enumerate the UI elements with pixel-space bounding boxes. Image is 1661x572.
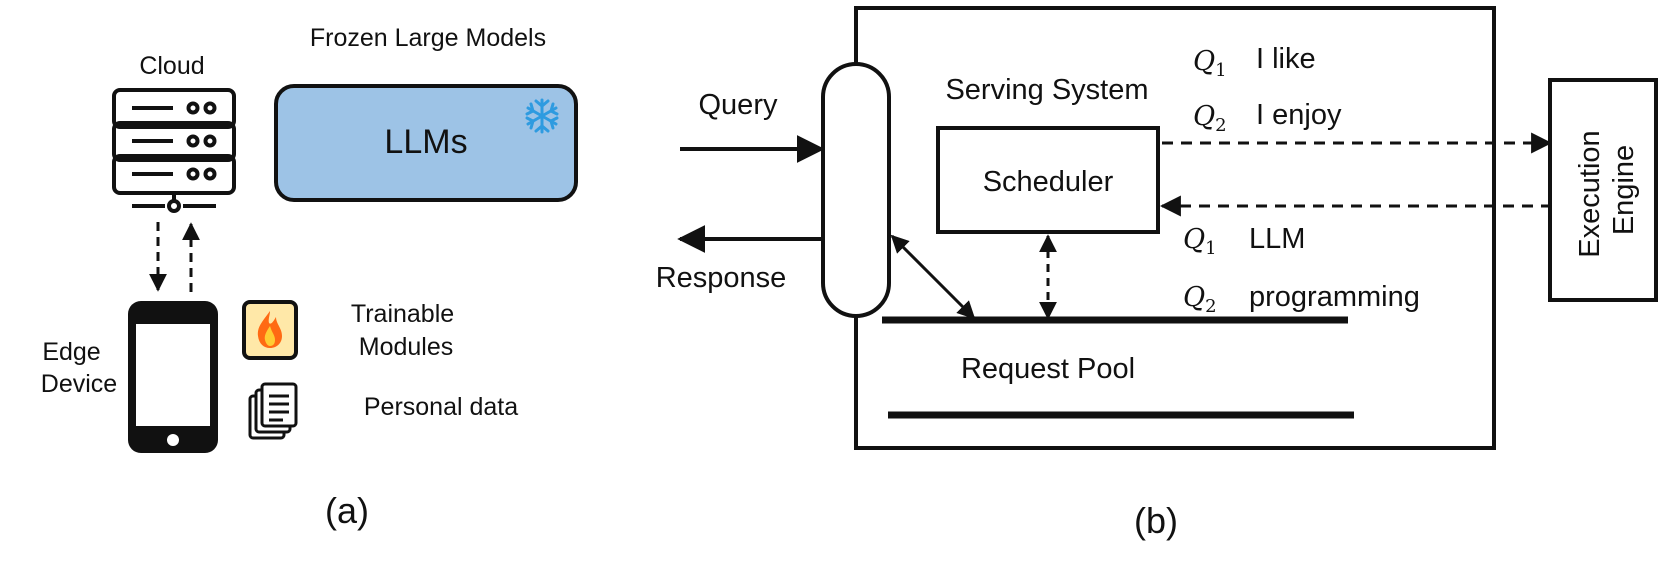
scheduler-label: Scheduler (983, 166, 1114, 198)
query-label: Query (699, 89, 778, 121)
outgoing-query-q2: Q2 I enjoy (1193, 99, 1342, 136)
outgoing-query-q1-text: I like (1256, 43, 1316, 75)
panel-a: Cloud Frozen Large Models LLMs (41, 24, 578, 531)
edge-device-label: Edge Device (41, 338, 117, 398)
documents-icon (248, 382, 298, 440)
caption-b: (b) (1134, 500, 1178, 541)
scheduler-box (936, 126, 1160, 234)
personal-data-label: Personal data (364, 393, 518, 421)
execution-engine-label: Execution Engine (1574, 122, 1640, 257)
request-pool-label: Request Pool (961, 353, 1135, 385)
svg-text:Q1: Q1 (1183, 224, 1217, 259)
svg-text:Q2: Q2 (1193, 101, 1227, 136)
panel-b: Query Response Serving System Scheduler … (656, 6, 1658, 541)
frozen-large-models-label: Frozen Large Models (310, 24, 546, 52)
incoming-token-q1-text: LLM (1249, 223, 1305, 255)
llm-box-label: LLMs (384, 123, 467, 161)
caption-a: (a) (325, 490, 369, 531)
cloud-label: Cloud (139, 52, 204, 80)
incoming-token-q2-text: programming (1249, 281, 1420, 313)
svg-text:Q1: Q1 (1193, 46, 1227, 81)
outgoing-query-q2-text: I enjoy (1256, 99, 1342, 131)
incoming-token-q1: Q1 LLM (1183, 223, 1305, 259)
outgoing-query-q1: Q1 I like (1193, 43, 1316, 81)
serving-system-label: Serving System (945, 74, 1148, 106)
svg-text:Q2: Q2 (1183, 282, 1217, 317)
fire-icon (242, 300, 298, 360)
interface-pool-arrow (890, 234, 976, 320)
phone-icon (128, 301, 218, 453)
incoming-token-q2: Q2 programming (1183, 281, 1420, 317)
server-icon (112, 88, 236, 213)
execution-engine-box (1548, 78, 1658, 302)
llm-box (274, 84, 578, 202)
snowflake-icon (525, 98, 559, 134)
response-label: Response (656, 262, 787, 294)
trainable-modules-label: Trainable Modules (351, 300, 461, 361)
api-interface-capsule (821, 62, 891, 318)
